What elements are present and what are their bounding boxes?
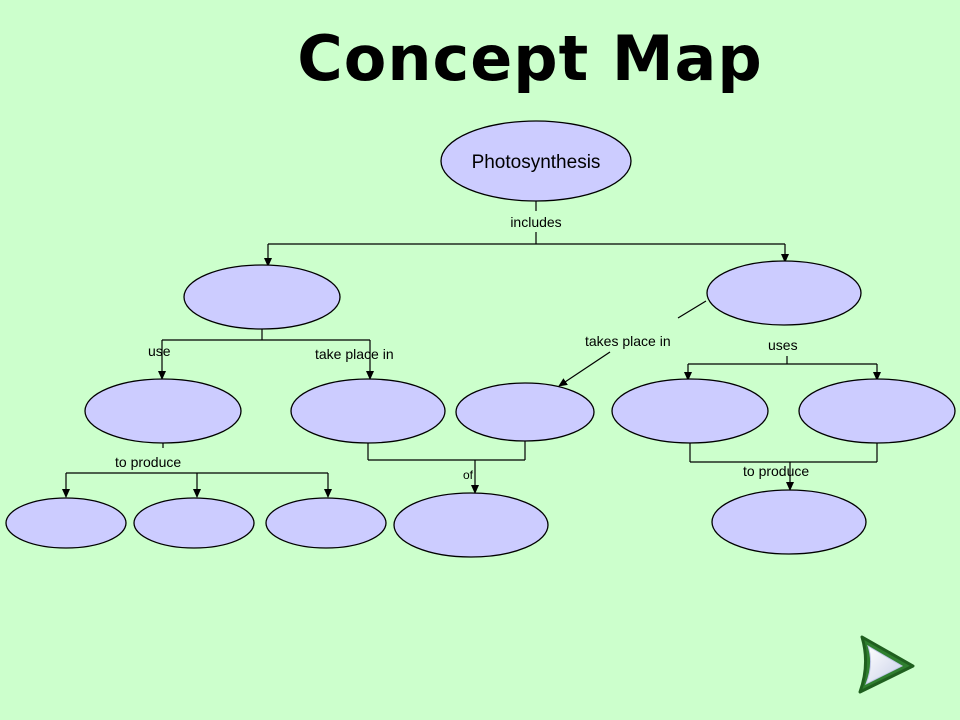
link-label-to-produce-right: to produce bbox=[743, 463, 809, 479]
node-photosynthesis-label: Photosynthesis bbox=[472, 152, 601, 173]
node-blank bbox=[393, 492, 549, 558]
slide-title: Concept Map bbox=[297, 22, 763, 95]
node-blank bbox=[711, 489, 867, 555]
node-blank bbox=[265, 497, 387, 549]
node-blank bbox=[133, 497, 255, 549]
next-arrow-icon bbox=[858, 635, 915, 694]
next-button[interactable] bbox=[858, 635, 915, 694]
link-label-use: use bbox=[148, 343, 171, 359]
link-label-to-produce-left: to produce bbox=[115, 454, 181, 470]
node-blank bbox=[798, 378, 956, 444]
node-blank bbox=[183, 264, 341, 330]
node-blank bbox=[5, 497, 127, 549]
link-label-includes: includes bbox=[510, 214, 561, 230]
link-label-of: of bbox=[463, 468, 474, 482]
link-label-take-place-in: take place in bbox=[315, 346, 394, 362]
link-label-uses: uses bbox=[768, 337, 798, 353]
arrow-line bbox=[558, 351, 611, 387]
node-blank bbox=[706, 260, 862, 326]
link-label-takes-place-in: takes place in bbox=[585, 333, 671, 349]
node-blank bbox=[611, 378, 769, 444]
node-blank bbox=[84, 378, 242, 444]
node-blank bbox=[290, 378, 446, 444]
node-blank bbox=[455, 382, 595, 442]
connector-line bbox=[677, 300, 707, 319]
